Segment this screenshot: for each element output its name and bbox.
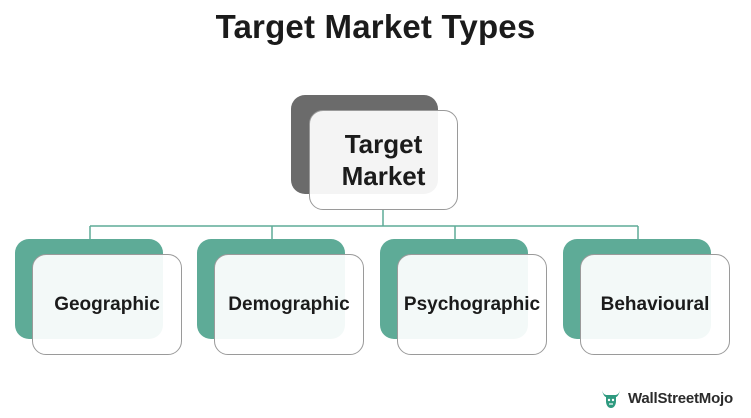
bull-logo-icon xyxy=(602,390,620,408)
page-title: Target Market Types xyxy=(215,8,536,45)
brand-name: WallStreetMojo xyxy=(628,389,733,407)
child-node-demographic: Demographic xyxy=(214,254,364,355)
brand-logo: WallStreetMojo xyxy=(599,385,733,411)
child-node-behavioural: Behavioural xyxy=(580,254,730,355)
child-node-psychographic: Psychographic xyxy=(397,254,547,355)
root-node: Target Market xyxy=(309,110,458,210)
child-node-geographic: Geographic xyxy=(32,254,182,355)
